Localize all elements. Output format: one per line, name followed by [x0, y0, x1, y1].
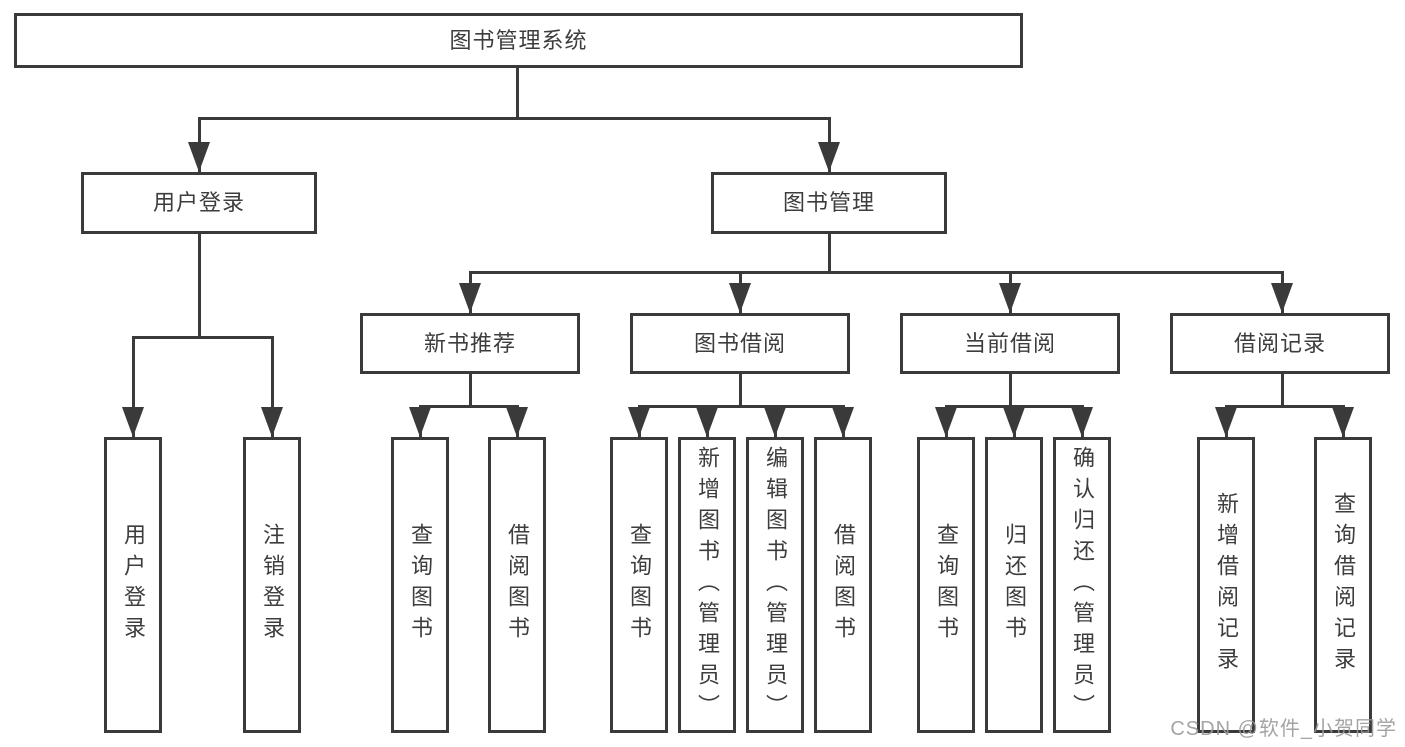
- node-label: 当前借阅: [963, 330, 1056, 356]
- node-label: 借阅图书: [831, 523, 856, 647]
- arrow-down-icon: [818, 142, 840, 172]
- node-leaf-logout: 注销登录: [243, 437, 301, 733]
- node-leaf-query-book-recommend: 查询图书: [391, 437, 449, 733]
- connector-stem-current-borrow: [1009, 374, 1012, 408]
- arrow-down-icon: [935, 407, 957, 437]
- arrow-down-icon: [1332, 407, 1354, 437]
- arrow-down-icon: [506, 407, 528, 437]
- node-leaf-add-book-admin: 新增图书（管理员）: [678, 437, 736, 733]
- arrow-down-icon: [832, 407, 854, 437]
- node-label: 查询图书: [934, 523, 959, 647]
- node-label: 查询图书: [627, 523, 652, 647]
- node-label: 注销登录: [260, 523, 285, 647]
- node-leaf-query-book-current: 查询图书: [917, 437, 975, 733]
- arrow-down-icon: [1271, 283, 1293, 313]
- node-leaf-return-book: 归还图书: [985, 437, 1043, 733]
- node-leaf-query-book-borrow: 查询图书: [610, 437, 668, 733]
- arrow-down-icon: [696, 407, 718, 437]
- node-user-login: 用户登录: [81, 172, 317, 234]
- arrow-down-icon: [729, 283, 751, 313]
- node-label: 用户登录: [152, 190, 245, 215]
- node-label: 新增图书（管理员）: [695, 445, 720, 725]
- node-leaf-query-borrow-record: 查询借阅记录: [1314, 437, 1372, 733]
- node-book-borrow: 图书借阅: [630, 313, 850, 374]
- node-label: 新书推荐: [423, 330, 516, 356]
- node-borrow-records: 借阅记录: [1170, 313, 1390, 374]
- connector-rail-root: [198, 117, 831, 120]
- connector-stem-new-book-recommend: [469, 374, 472, 408]
- arrow-down-icon: [1215, 407, 1237, 437]
- arrow-down-icon: [459, 283, 481, 313]
- arrow-down-icon: [188, 142, 210, 172]
- arrow-down-icon: [261, 407, 283, 437]
- connector-rail-book-borrow: [638, 405, 845, 408]
- node-label: 查询借阅记录: [1331, 492, 1356, 678]
- connector-stem-user-login: [198, 234, 201, 339]
- node-book-management: 图书管理: [711, 172, 947, 234]
- connector-rail-new-book-recommend: [419, 405, 519, 408]
- node-label: 归还图书: [1002, 523, 1027, 647]
- connector-stem-book-borrow: [739, 374, 742, 408]
- node-leaf-add-borrow-record: 新增借阅记录: [1197, 437, 1255, 733]
- node-leaf-user-login: 用户登录: [104, 437, 162, 733]
- arrow-down-icon: [1003, 407, 1025, 437]
- connector-drop-user-login-1: [271, 337, 274, 437]
- connector-rail-user-login: [132, 336, 274, 339]
- connector-stem-borrow-records: [1281, 374, 1284, 408]
- node-leaf-edit-book-admin: 编辑图书（管理员）: [746, 437, 804, 733]
- node-label: 图书管理: [782, 190, 875, 215]
- node-root: 图书管理系统: [14, 13, 1023, 68]
- connector-rail-book-management: [469, 271, 1284, 274]
- arrow-down-icon: [122, 407, 144, 437]
- node-current-borrow: 当前借阅: [900, 313, 1120, 374]
- node-new-book-recommend: 新书推荐: [360, 313, 580, 374]
- node-label: 图书借阅: [693, 330, 786, 356]
- node-label: 编辑图书（管理员）: [763, 445, 788, 725]
- node-label: 确认归还（管理员）: [1070, 445, 1095, 725]
- node-label: 图书管理系统: [449, 27, 588, 53]
- watermark: CSDN @软件_小贺同学: [1170, 718, 1397, 740]
- node-leaf-confirm-return-admin: 确认归还（管理员）: [1053, 437, 1111, 733]
- connector-rail-borrow-records: [1225, 405, 1345, 408]
- node-leaf-borrow-book-recommend: 借阅图书: [488, 437, 546, 733]
- node-label: 借阅图书: [505, 523, 530, 647]
- arrow-down-icon: [764, 407, 786, 437]
- arrow-down-icon: [999, 283, 1021, 313]
- connector-drop-user-login-0: [132, 337, 135, 437]
- node-label: 查询图书: [408, 523, 433, 647]
- node-label: 新增借阅记录: [1214, 492, 1239, 678]
- connector-stem-book-management: [828, 234, 831, 274]
- arrow-down-icon: [1071, 407, 1093, 437]
- connector-stem-root: [516, 68, 519, 120]
- node-label: 用户登录: [121, 523, 146, 647]
- node-label: 借阅记录: [1233, 330, 1326, 356]
- arrow-down-icon: [409, 407, 431, 437]
- arrow-down-icon: [628, 407, 650, 437]
- node-leaf-borrow-book: 借阅图书: [814, 437, 872, 733]
